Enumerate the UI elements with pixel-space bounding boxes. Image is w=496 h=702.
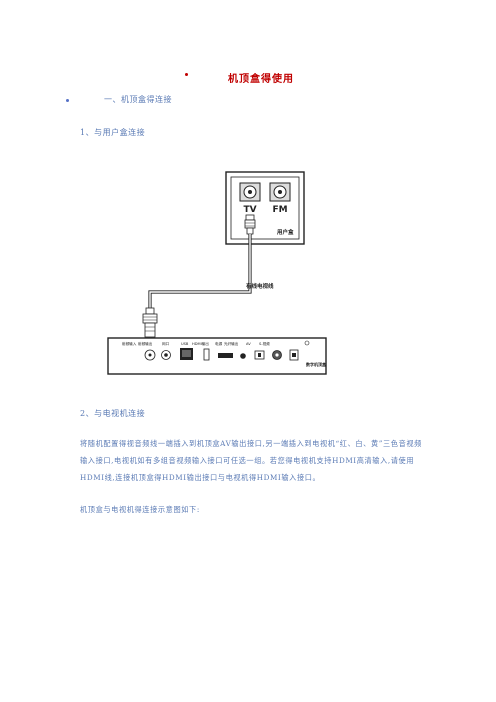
page-title: 机顶盒得使用 bbox=[228, 74, 294, 85]
connection-diagram: TV FM 用户盒 有线电视线 射频输入 射频输出 网口 USB HDMI输出 … bbox=[107, 171, 327, 375]
port-label: AV bbox=[246, 342, 251, 346]
port-label: 射频输入 bbox=[122, 341, 137, 346]
coax-cable bbox=[148, 234, 252, 308]
user-box-label: 用户盒 bbox=[276, 228, 294, 236]
stb-connector bbox=[142, 307, 158, 338]
wall-user-box: TV FM 用户盒 bbox=[225, 171, 305, 245]
title-bullet bbox=[185, 73, 188, 76]
paragraph-diagram-intro: 机顶盒与电视机得连接示意图如下: bbox=[80, 505, 200, 514]
section-bullet bbox=[66, 99, 69, 102]
port-label: 网口 bbox=[162, 342, 170, 346]
paragraph-connection: 将随机配置得视音频线一端插入到机顶盒AV输出接口,另一端插入到电视机“红、白、黄… bbox=[80, 439, 422, 482]
port-label: S-视频 bbox=[259, 341, 270, 346]
port-label: HDMI输出 bbox=[192, 341, 209, 346]
subheading-user-box: 1、与用户盒连接 bbox=[80, 128, 146, 137]
set-top-box: 射频输入 射频输出 网口 USB HDMI输出 电源 光纤输出 AV S-视频 bbox=[107, 337, 327, 375]
fm-port-label: FM bbox=[272, 205, 287, 215]
port-label: 光纤输出 bbox=[224, 341, 239, 346]
port-label: USB bbox=[181, 342, 189, 346]
cable-label: 有线电视线 bbox=[246, 282, 274, 290]
subheading-tv: 2、与电视机连接 bbox=[80, 409, 146, 418]
section-heading: 一、机顶盒得连接 bbox=[104, 95, 172, 104]
port-label: 电源 bbox=[215, 341, 223, 346]
tv-port-label: TV bbox=[243, 205, 256, 215]
stb-label: 数字机顶盒 bbox=[305, 361, 327, 367]
port-label: 射频输出 bbox=[138, 341, 153, 346]
